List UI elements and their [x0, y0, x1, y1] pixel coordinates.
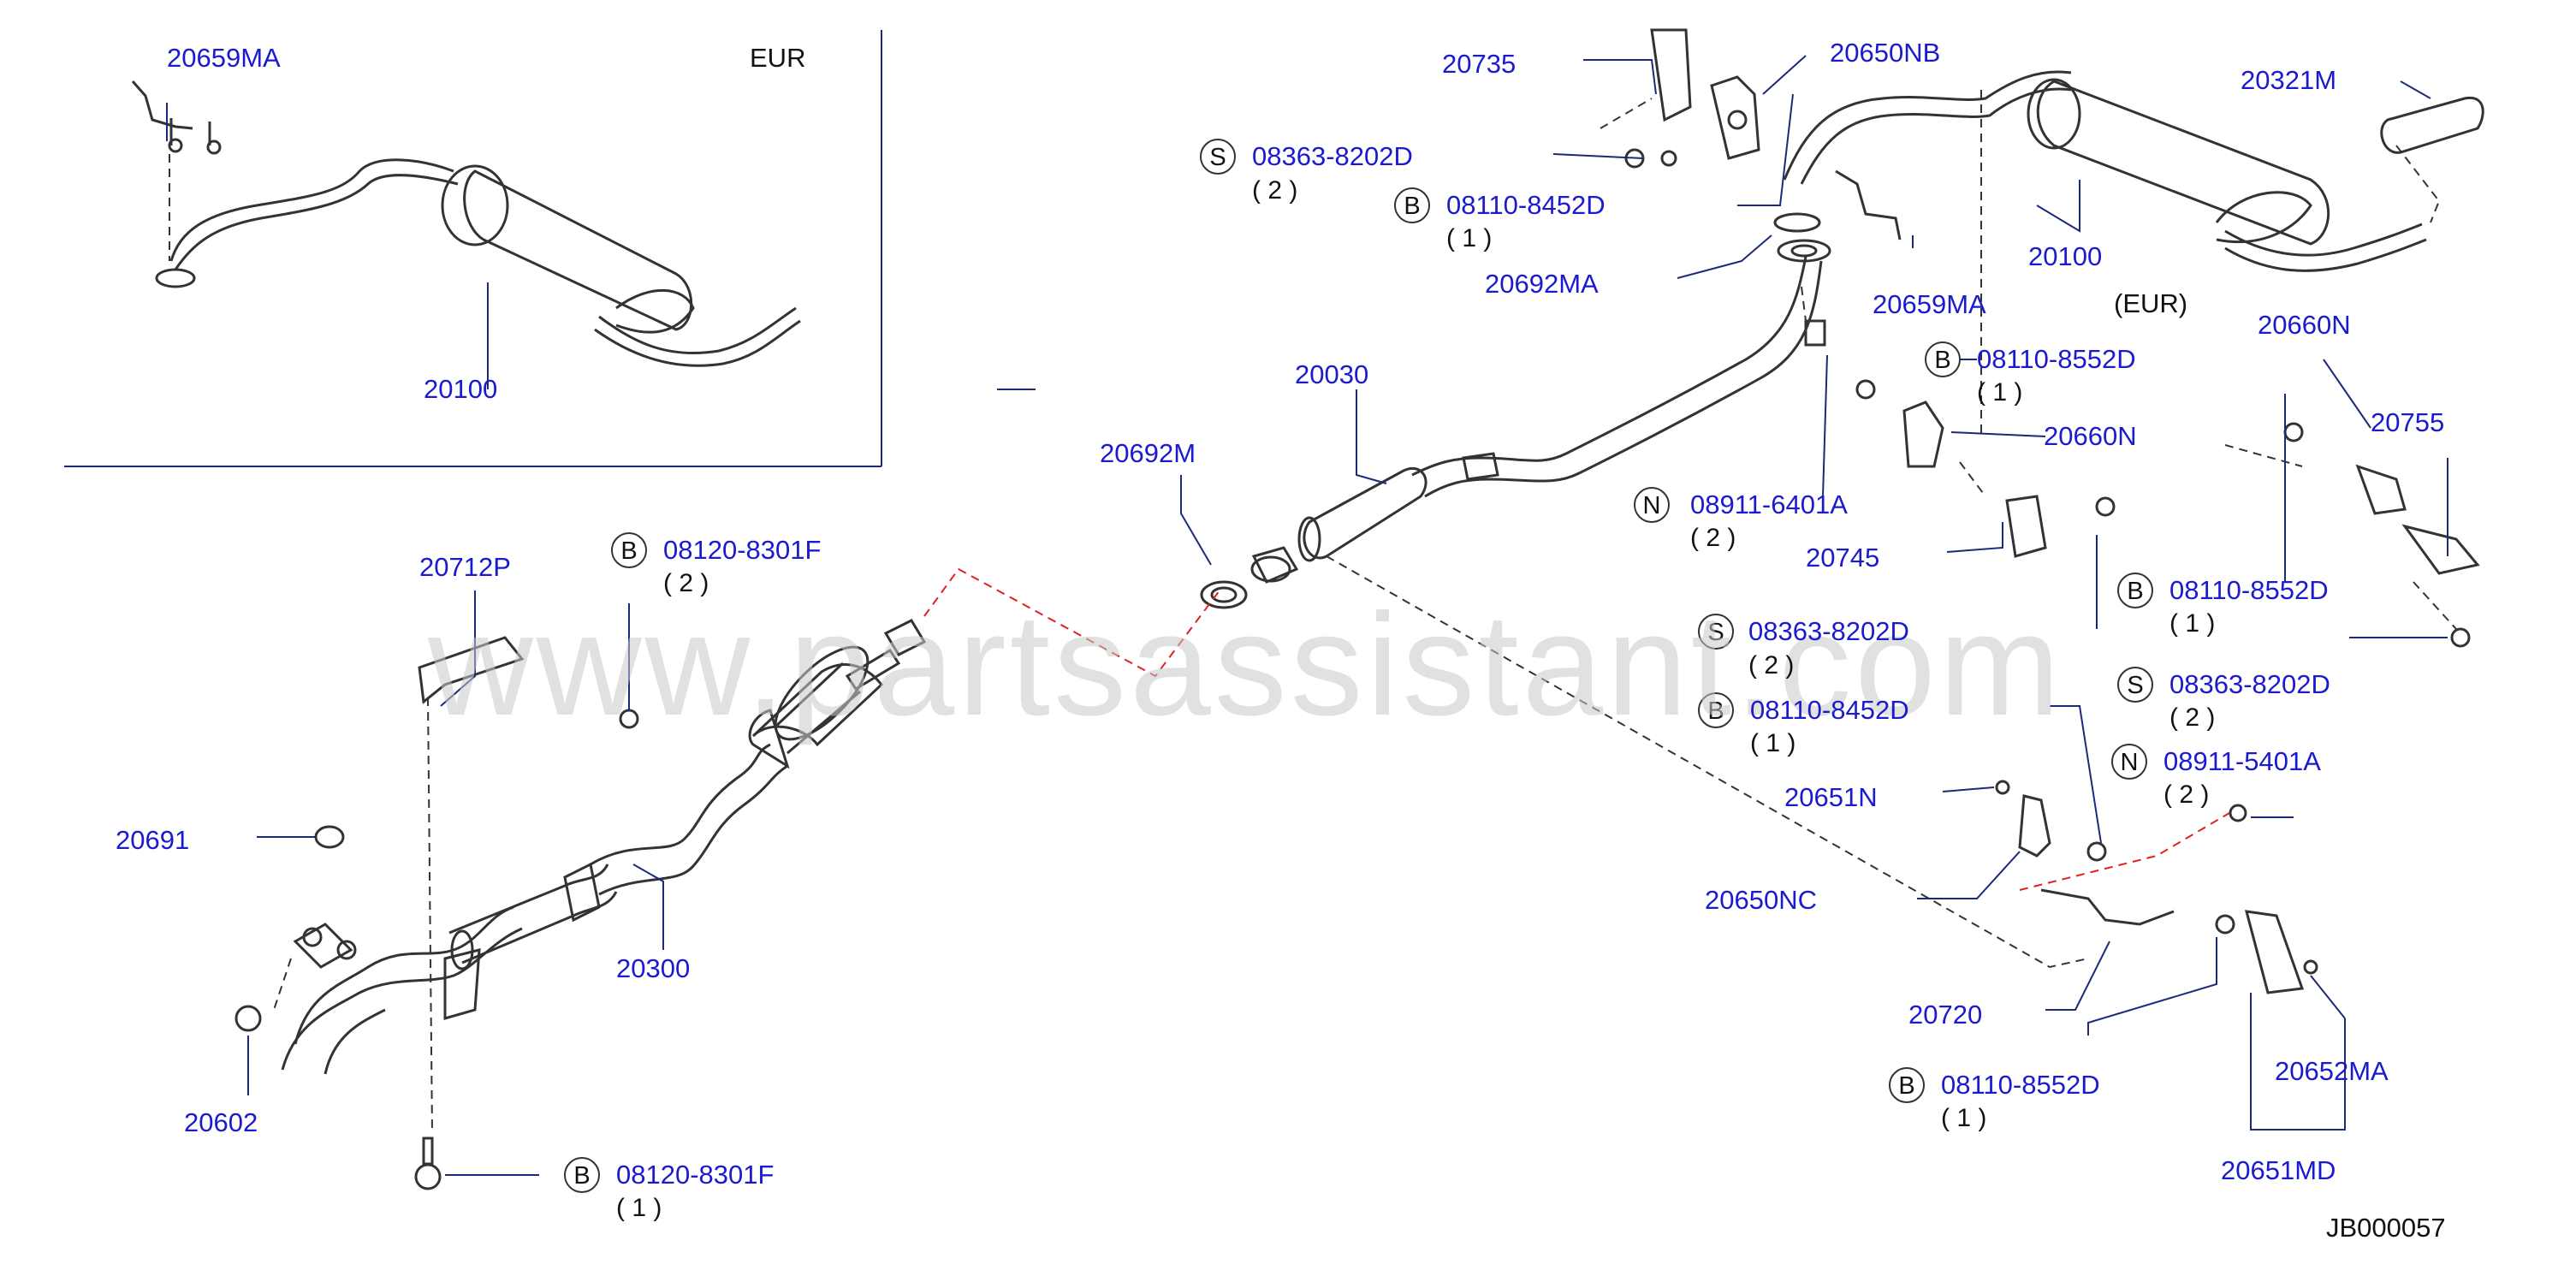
svg-text:N: N [2121, 749, 2139, 776]
svg-text:B: B [573, 1162, 590, 1190]
fastener-part-number[interactable]: 08363-8202D [1748, 616, 1909, 646]
fastener-quantity: ( 2 ) [663, 569, 709, 597]
fastener-symbol: N [2111, 744, 2147, 780]
fastener-part-number[interactable]: 08110-8552D [1941, 1070, 2100, 1100]
part-label-20659MA[interactable]: 20659MA [1873, 289, 1986, 319]
fastener-symbol: B [1925, 341, 1961, 377]
fastener-symbol: B [1394, 187, 1430, 223]
fastener-part-number[interactable]: 08120-8301F [616, 1160, 774, 1190]
fastener-symbol: B [611, 532, 647, 568]
fastener-quantity: ( 1 ) [2169, 609, 2215, 638]
fastener-symbol: B [1698, 692, 1734, 728]
fastener-quantity: ( 2 ) [2169, 703, 2215, 732]
part-note-eur: (EUR) [2114, 288, 2187, 318]
inset-region-label: EUR [750, 43, 805, 73]
fastener-quantity: ( 1 ) [1750, 729, 1795, 757]
fastener-symbol: B [564, 1157, 600, 1193]
part-label-20650NC[interactable]: 20650NC [1705, 885, 1817, 915]
part-label-20652MA[interactable]: 20652MA [2275, 1056, 2389, 1086]
part-label-20745[interactable]: 20745 [1806, 543, 1879, 573]
fastener-part-number[interactable]: 08110-8452D [1446, 190, 1606, 220]
svg-text:B: B [1934, 347, 1950, 374]
fastener-labels: 08363-8202D ( 2 ) 08110-8452D ( 1 ) 0811… [616, 141, 2330, 1222]
leader-lines [166, 55, 2448, 1176]
fastener-symbol: S [2117, 667, 2153, 703]
part-label-20692M[interactable]: 20692M [1100, 438, 1196, 468]
svg-text:B: B [1898, 1072, 1914, 1100]
part-label-20691[interactable]: 20691 [116, 825, 189, 855]
fastener-symbols: S B B N B S B S N B B B [564, 139, 2153, 1193]
svg-text:S: S [1707, 619, 1724, 646]
hardware-drawing [234, 28, 2480, 1190]
svg-text:N: N [1643, 492, 1661, 519]
part-label-20030[interactable]: 20030 [1295, 359, 1368, 389]
svg-text:S: S [2127, 672, 2143, 699]
part-label-20660N[interactable]: 20660N [2044, 421, 2137, 451]
svg-text:S: S [1209, 144, 1226, 171]
fastener-symbol: B [2117, 573, 2153, 608]
front-exhaust-pipe-drawing [281, 619, 927, 1075]
fastener-part-number[interactable]: 08363-8202D [2169, 669, 2330, 699]
fastener-part-number[interactable]: 08120-8301F [663, 535, 821, 565]
part-label-20720[interactable]: 20720 [1908, 1000, 1982, 1030]
part-label-20755[interactable]: 20755 [2371, 407, 2444, 437]
part-label-20735[interactable]: 20735 [1442, 49, 1516, 79]
svg-text:B: B [1404, 193, 1420, 220]
diagram-id: JB000057 [2326, 1213, 2446, 1243]
part-label-20651N[interactable]: 20651N [1784, 782, 1878, 812]
fastener-quantity: ( 2 ) [1690, 524, 1736, 552]
part-label-20650NB[interactable]: 20650NB [1830, 38, 1940, 68]
inset-frame [64, 30, 882, 467]
fastener-quantity: ( 1 ) [1941, 1104, 1986, 1132]
part-label-20651MD[interactable]: 20651MD [2221, 1155, 2336, 1185]
svg-text:B: B [620, 537, 637, 565]
watermark: www.partsassistant.com [427, 584, 2063, 746]
fastener-part-number[interactable]: 08110-8452D [1750, 695, 1909, 725]
fastener-part-number[interactable]: 08363-8202D [1252, 141, 1413, 171]
fastener-part-number[interactable]: 08110-8552D [2169, 575, 2329, 605]
rear-muffler-drawing [1783, 70, 2484, 272]
svg-text:B: B [2127, 578, 2143, 605]
part-label-20660N-right[interactable]: 20660N [2258, 310, 2351, 340]
fastener-part-number[interactable]: 08110-8552D [1977, 344, 2136, 374]
part-label-20712P[interactable]: 20712P [419, 552, 511, 582]
fastener-quantity: ( 1 ) [1446, 224, 1492, 252]
center-pipe-drawing [1200, 212, 1831, 609]
fastener-quantity: ( 2 ) [1748, 651, 1794, 680]
fastener-symbol: B [1889, 1067, 1925, 1103]
part-label-20692MA[interactable]: 20692MA [1485, 269, 1599, 299]
fastener-quantity: ( 2 ) [2163, 780, 2209, 809]
part-label-20659MA-inset[interactable]: 20659MA [167, 43, 281, 73]
fastener-symbol: S [1200, 139, 1236, 175]
part-label-20300[interactable]: 20300 [616, 953, 690, 983]
part-label-20100-inset[interactable]: 20100 [424, 374, 497, 404]
fastener-quantity: ( 1 ) [616, 1194, 662, 1222]
fastener-symbol: N [1634, 487, 1670, 523]
svg-text:B: B [1707, 697, 1724, 725]
fastener-part-number[interactable]: 08911-5401A [2163, 746, 2321, 776]
part-label-20100[interactable]: 20100 [2028, 241, 2102, 271]
fastener-symbol: S [1698, 614, 1734, 650]
part-label-20321M[interactable]: 20321M [2241, 65, 2336, 95]
fastener-part-number[interactable]: 08911-6401A [1690, 490, 1848, 519]
part-label-20602[interactable]: 20602 [184, 1107, 258, 1137]
inset-muffler-drawing [131, 80, 801, 367]
fastener-quantity: ( 1 ) [1977, 378, 2022, 407]
assembly-guides [273, 90, 2457, 1135]
part-labels: 20735 20650NB 20321M 20100 (EUR) 20692MA… [116, 38, 2444, 1185]
fastener-quantity: ( 2 ) [1252, 176, 1297, 205]
